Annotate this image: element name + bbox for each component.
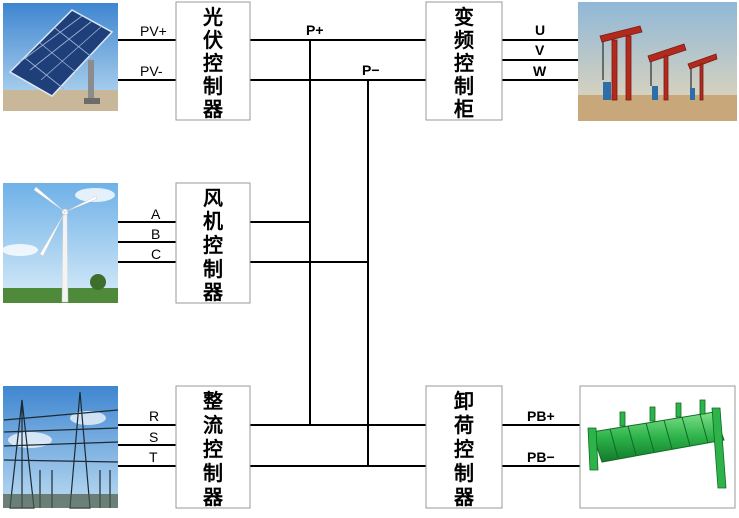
wind-char-4: 器 (202, 280, 224, 304)
bus-plus-label: P+ (306, 22, 324, 38)
wind-char-3: 制 (203, 257, 223, 281)
pv-controller: 光 伏 控 制 器 (175, 1, 251, 121)
wire-labels: PV+ PV- A B C R S T P+ P− U V W PB+ PB− (140, 22, 555, 465)
pv-char-4: 器 (202, 97, 224, 121)
pv-char-0: 光 (202, 5, 223, 29)
solar-panel-image (3, 3, 118, 111)
out-w-label: W (533, 63, 547, 79)
inverter-cabinet: 变 频 控 制 柜 (425, 1, 503, 121)
inv-char-0: 变 (454, 5, 474, 29)
substation-image (3, 386, 119, 509)
wind-char-2: 控 (203, 233, 223, 257)
rectifier-controller: 整 流 控 制 器 (175, 385, 251, 509)
pv-char-3: 制 (203, 74, 223, 98)
wires (118, 39, 580, 467)
inv-char-4: 柜 (454, 97, 474, 121)
rect-char-3: 制 (203, 461, 223, 485)
pv-plus-label: PV+ (140, 23, 167, 39)
wind-a-label: A (151, 206, 161, 222)
rect-char-4: 器 (202, 485, 224, 509)
oil-pump-image (578, 2, 737, 121)
grid-r-label: R (149, 408, 159, 424)
wind-char-0: 风 (203, 186, 223, 210)
unl-char-3: 制 (454, 461, 474, 485)
unloader-controller: 卸 荷 控 制 器 (425, 385, 503, 509)
wind-char-1: 机 (203, 209, 223, 233)
bus-minus-label: P− (362, 62, 380, 78)
braking-resistor-image (579, 385, 736, 509)
inv-char-1: 频 (454, 28, 474, 52)
out-u-label: U (535, 22, 545, 38)
unl-char-0: 卸 (454, 389, 474, 413)
unl-char-1: 荷 (454, 413, 474, 437)
grid-s-label: S (149, 429, 158, 445)
out-v-label: V (535, 42, 545, 58)
rect-char-1: 流 (203, 413, 223, 437)
pv-char-2: 控 (203, 51, 223, 75)
pv-minus-label: PV- (140, 63, 163, 79)
rect-char-2: 控 (203, 437, 223, 461)
grid-t-label: T (149, 449, 158, 465)
wind-controller: 风 机 控 制 器 (175, 182, 251, 304)
unl-char-2: 控 (454, 437, 474, 461)
wind-b-label: B (151, 226, 160, 242)
inv-char-2: 控 (454, 51, 474, 75)
unl-char-4: 器 (453, 485, 475, 509)
wind-c-label: C (151, 246, 161, 262)
wind-turbine-image (2, 183, 118, 303)
rect-char-0: 整 (202, 389, 223, 413)
pv-char-1: 伏 (203, 28, 223, 52)
pb-plus-label: PB+ (527, 408, 555, 424)
pb-minus-label: PB− (527, 449, 555, 465)
inv-char-3: 制 (454, 74, 474, 98)
